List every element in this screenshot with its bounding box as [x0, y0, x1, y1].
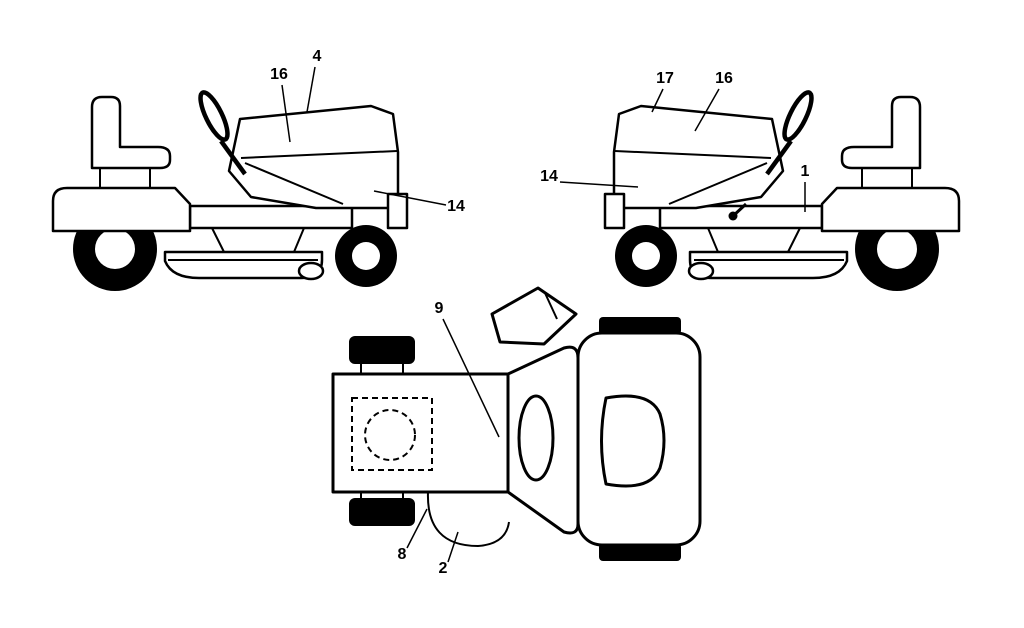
callout-leader-right-17 — [651, 88, 664, 113]
callout-leader-right-16 — [694, 88, 720, 132]
callout-leader-top-2 — [447, 531, 459, 563]
rear-tire-top-right — [599, 543, 681, 561]
cable-line — [426, 491, 510, 548]
tractor-side-view-right — [605, 89, 959, 291]
rear-tire-top-left — [599, 317, 681, 335]
steering-wheel-top — [517, 394, 555, 482]
callout-leader-top-8 — [406, 508, 428, 549]
callout-label-left-4: 4 — [313, 48, 322, 65]
front-tire-top-right — [349, 498, 415, 526]
front-tire-top-left — [349, 336, 415, 364]
callout-leader-left-14 — [373, 190, 447, 206]
tractor-side-view-left — [53, 89, 407, 291]
decal-location-circle — [364, 409, 416, 461]
callout-label-right-16: 16 — [715, 70, 733, 87]
callout-leader-left-4 — [306, 66, 316, 113]
callout-label-left-16: 16 — [270, 66, 288, 83]
callout-label-right-1: 1 — [801, 163, 810, 180]
callout-leader-right-14 — [559, 181, 639, 188]
decal-location-box — [351, 397, 433, 471]
callout-label-right-17: 17 — [656, 70, 674, 87]
callout-label-right-14: 14 — [540, 168, 558, 185]
callout-label-top-2: 2 — [439, 560, 448, 577]
callout-label-left-14: 14 — [447, 198, 465, 215]
discharge-chute — [490, 286, 578, 346]
callout-label-top-9: 9 — [435, 300, 444, 317]
callout-leader-left-16 — [281, 84, 291, 143]
lift-lever-knob — [728, 211, 738, 221]
callout-leader-top-9 — [442, 318, 500, 438]
seat-top — [600, 394, 666, 488]
engine-bay-top — [331, 372, 511, 494]
callout-label-top-8: 8 — [398, 546, 407, 563]
tractor-top-view — [331, 286, 702, 561]
chute-fold-line — [544, 292, 558, 320]
